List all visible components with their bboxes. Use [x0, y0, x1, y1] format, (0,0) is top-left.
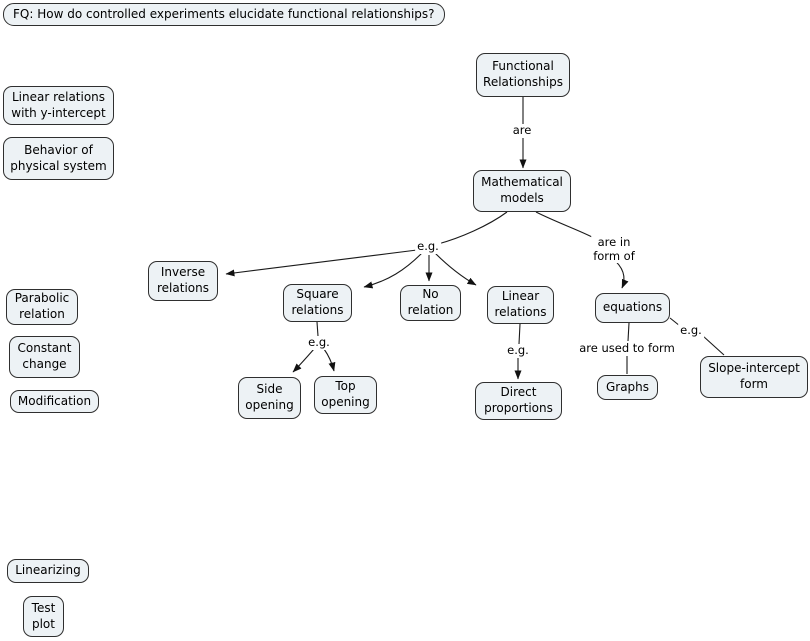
node-functional-relationships[interactable]: Functional Relationships [476, 53, 570, 97]
node-mathematical-models[interactable]: Mathematical models [473, 170, 571, 212]
link-label-are-used-to-form[interactable]: are used to form [577, 341, 677, 356]
edge-eg-to-inverse-relations [225, 249, 418, 277]
edge-eg-to-side-opening [292, 348, 315, 373]
link-label-eg-models[interactable]: e.g. [415, 239, 441, 254]
link-label-are-in-form-of[interactable]: are in form of [591, 235, 637, 264]
node-square-relations[interactable]: Square relations [283, 284, 352, 322]
node-focus-question[interactable]: FQ: How do controlled experiments elucid… [3, 3, 445, 26]
node-equations[interactable]: equations [595, 293, 670, 323]
node-no-relation[interactable]: No relation [400, 285, 461, 321]
edge-equations-to-are-used-to-form [627, 322, 630, 342]
node-linear-relations-with-y-intercept[interactable]: Linear relations with y-intercept [3, 86, 114, 125]
node-modification[interactable]: Modification [10, 390, 99, 413]
link-label-are[interactable]: are [510, 123, 534, 138]
edge-linear-to-eg [518, 323, 521, 345]
edge-square-to-eg [316, 321, 319, 337]
link-label-eg-square[interactable]: e.g. [306, 335, 332, 350]
node-linearizing[interactable]: Linearizing [7, 559, 89, 583]
edge-eg-to-top-opening [323, 348, 336, 372]
node-constant-change[interactable]: Constant change [9, 336, 80, 378]
edge-eg-to-slope-intercept [702, 335, 725, 356]
node-parabolic-relation[interactable]: Parabolic relation [6, 289, 78, 325]
node-behavior-of-physical-system[interactable]: Behavior of physical system [3, 137, 114, 180]
node-inverse-relations[interactable]: Inverse relations [148, 261, 218, 301]
node-test-plot[interactable]: Test plot [23, 596, 64, 637]
node-linear-relations[interactable]: Linear relations [487, 286, 554, 324]
node-direct-proportions[interactable]: Direct proportions [475, 382, 562, 420]
link-label-eg-equations[interactable]: e.g. [678, 323, 704, 338]
node-side-opening[interactable]: Side opening [238, 377, 301, 419]
node-graphs[interactable]: Graphs [597, 375, 658, 400]
edge-eg-to-square-relations [363, 252, 423, 289]
node-top-opening[interactable]: Top opening [314, 376, 377, 414]
node-slope-intercept-form[interactable]: Slope-intercept form [700, 356, 808, 398]
edge-eg-to-linear-relations [434, 252, 477, 286]
link-label-eg-linear[interactable]: e.g. [505, 343, 531, 358]
edge-models-to-eg-hub [437, 211, 508, 245]
